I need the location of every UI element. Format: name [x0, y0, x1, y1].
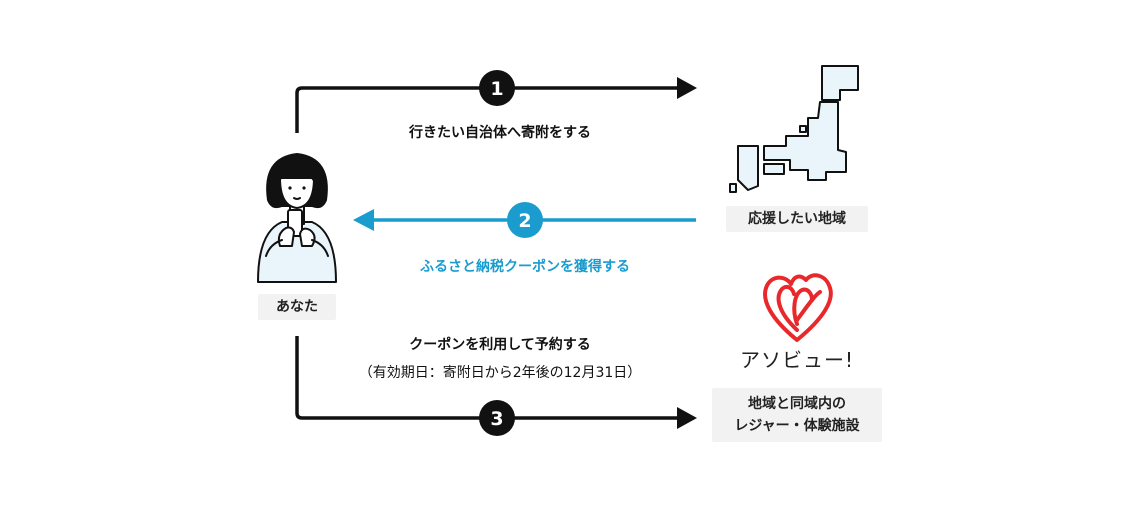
japan-map-icon — [729, 65, 859, 193]
facility-label-line1: 地域と同域内の — [748, 396, 846, 412]
asoview-heart-logo — [763, 273, 833, 342]
asoview-logo-text: アソビュー! — [739, 348, 855, 372]
you-label: あなた — [258, 294, 336, 320]
person-with-smartphone-icon — [257, 153, 337, 283]
step-3-badge: 3 — [479, 400, 515, 436]
step-2-text: ふるさと納税クーポンを獲得する — [420, 259, 630, 275]
step-2-badge: 2 — [507, 202, 543, 238]
step-1-text: 行きたい自治体へ寄附をする — [409, 125, 591, 141]
step-3-arrow-line — [295, 336, 678, 420]
step-2-arrowhead — [353, 209, 374, 231]
step-1-arrow-line — [295, 86, 678, 133]
step-3-number: 3 — [490, 408, 503, 430]
region-label-text: 応援したい地域 — [748, 211, 846, 227]
step-3-text: クーポンを利用して予約する — [409, 337, 591, 353]
step-2-number: 2 — [518, 210, 531, 232]
step-1-number: 1 — [490, 78, 503, 100]
facility-label: 地域と同域内の レジャー・体験施設 — [712, 388, 882, 442]
step-1-arrowhead — [677, 77, 697, 99]
region-label: 応援したい地域 — [726, 206, 868, 232]
step-3-arrowhead — [677, 407, 697, 429]
step-3-note: （有効期日：寄附日から2年後の12月31日） — [358, 365, 642, 381]
step-1-badge: 1 — [479, 70, 515, 106]
facility-label-line2: レジャー・体験施設 — [734, 418, 860, 434]
